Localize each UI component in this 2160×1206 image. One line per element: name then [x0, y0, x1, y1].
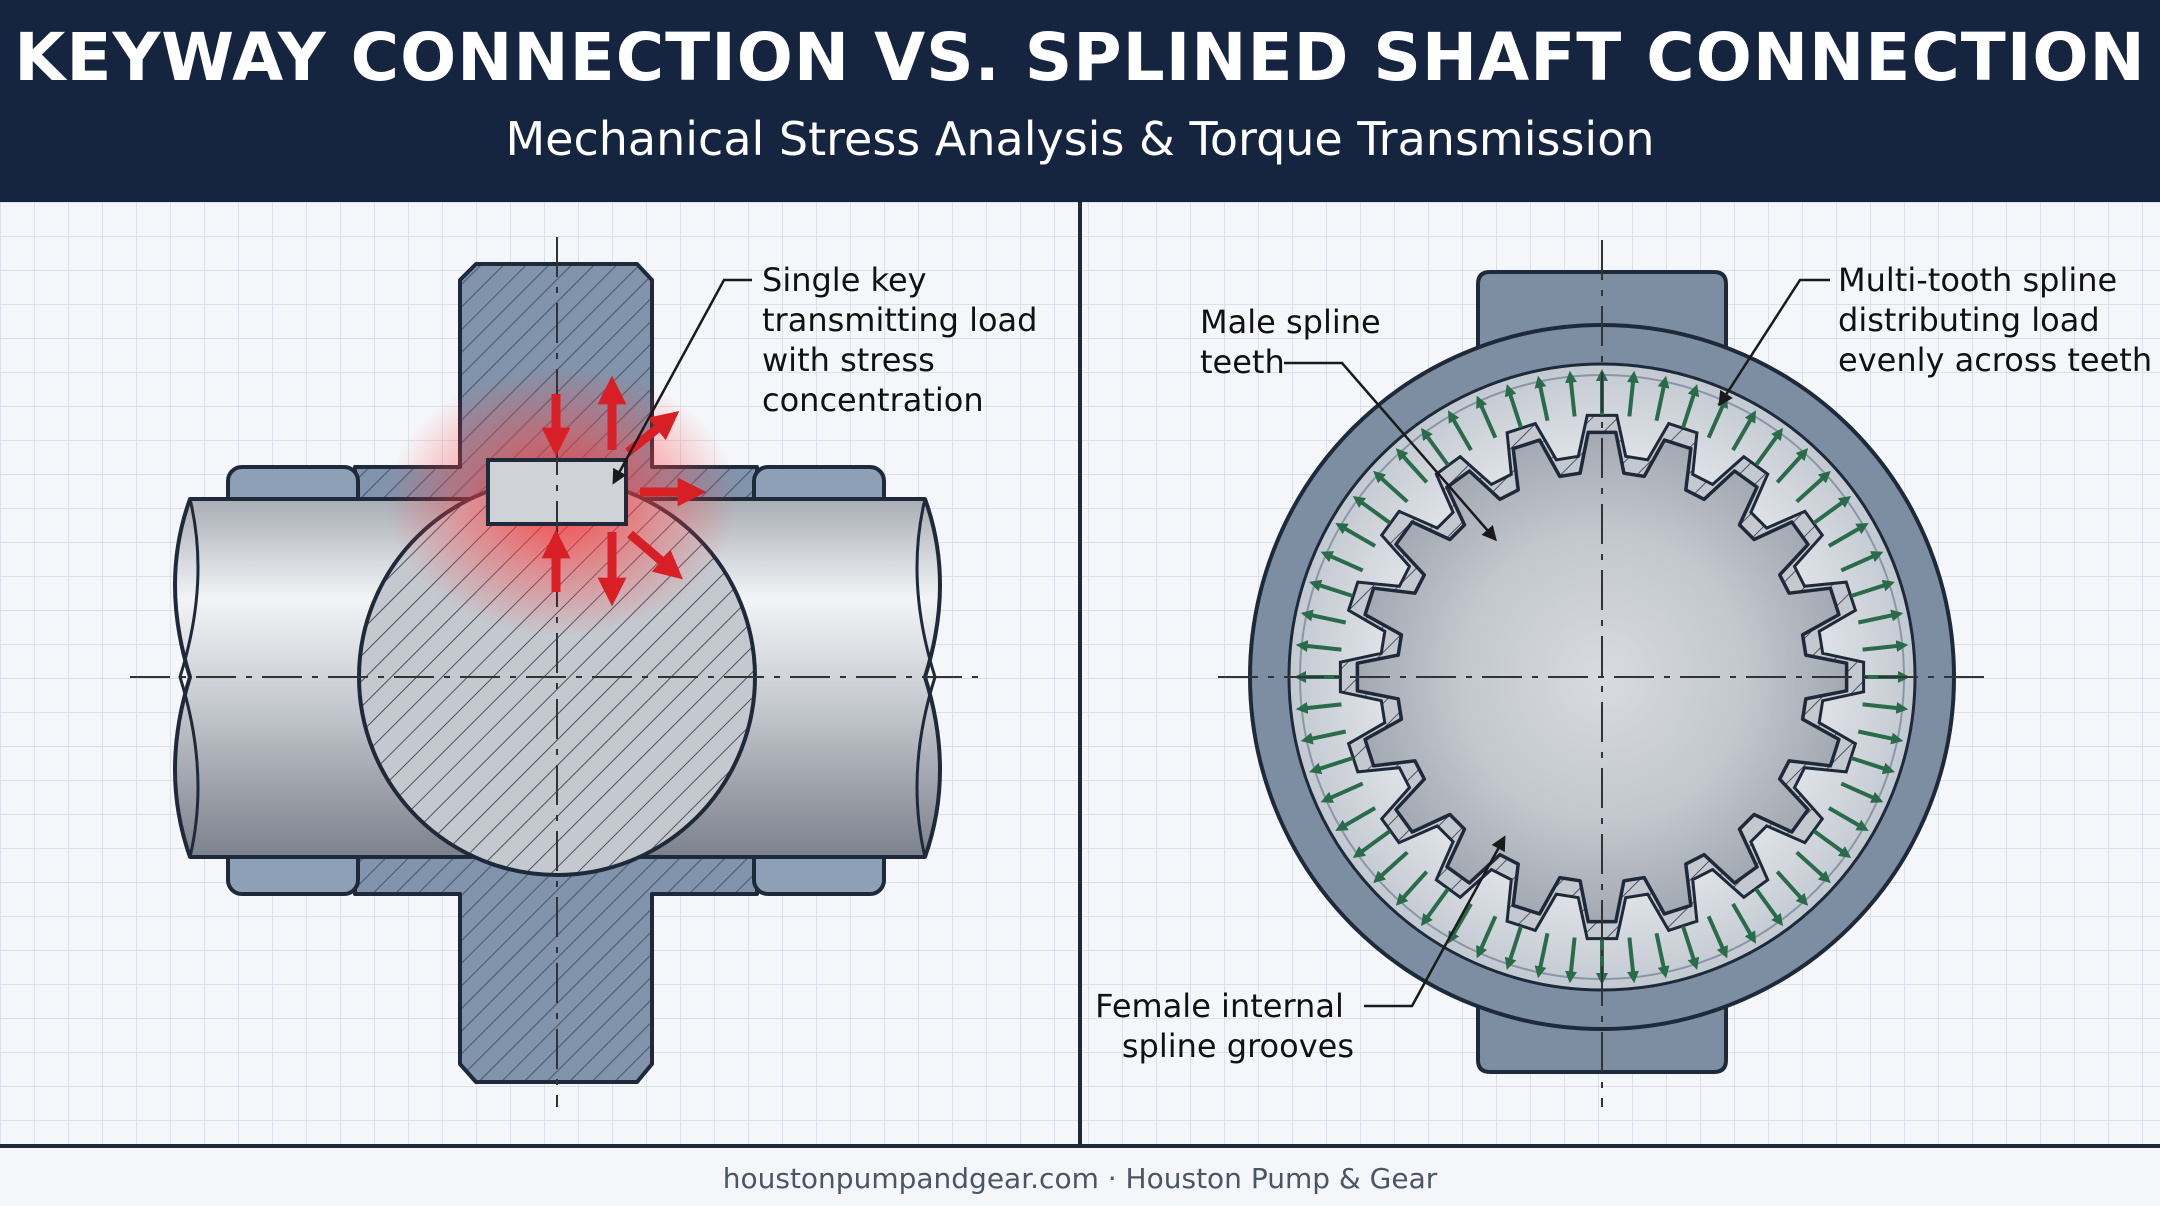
- keyway-diagram: Single key transmitting load with stress…: [130, 237, 1048, 1107]
- load-arrow: [1534, 932, 1550, 979]
- load-arrow: [1373, 470, 1409, 504]
- load-arrow: [1731, 410, 1757, 452]
- load-arrow: [1300, 609, 1347, 625]
- load-arrow: [1827, 522, 1869, 548]
- load-arrow: [1300, 729, 1347, 745]
- load-arrow: [1420, 427, 1450, 467]
- load-arrow: [1565, 937, 1577, 984]
- header-banner: KEYWAY CONNECTION VS. SPLINED SHAFT CONN…: [0, 0, 2160, 202]
- load-arrow: [1706, 915, 1728, 959]
- load-arrow: [1335, 522, 1377, 548]
- page-subtitle: Mechanical Stress Analysis & Torque Tran…: [505, 112, 1655, 166]
- load-arrow: [1352, 495, 1392, 525]
- load-arrow: [1681, 925, 1700, 970]
- load-arrow: [1850, 756, 1895, 775]
- stress-arrows: [541, 375, 707, 607]
- stress-arrow: [627, 530, 683, 580]
- callout-male: Male spline teeth: [1200, 303, 1391, 381]
- load-arrow: [1706, 395, 1728, 439]
- load-arrow: [1775, 870, 1809, 906]
- load-arrow: [1754, 427, 1784, 467]
- load-arrow: [1320, 781, 1364, 803]
- load-arrow: [1395, 870, 1429, 906]
- load-arrow: [1812, 495, 1852, 525]
- load-arrow: [1850, 579, 1895, 598]
- load-arrow: [1827, 806, 1869, 832]
- load-arrow: [1395, 448, 1429, 484]
- load-arrow: [1812, 829, 1852, 859]
- load-arrow: [1320, 551, 1364, 573]
- load-arrow: [1309, 756, 1354, 775]
- load-arrow: [1840, 781, 1884, 803]
- load-arrow: [1447, 410, 1473, 452]
- load-arrow: [1681, 384, 1700, 429]
- load-arrow: [1731, 902, 1757, 944]
- stress-arrow: [625, 411, 680, 456]
- load-arrow: [1857, 609, 1904, 625]
- load-arrow: [1504, 384, 1523, 429]
- load-arrow: [1352, 829, 1392, 859]
- load-arrow: [1840, 551, 1884, 573]
- load-arrow: [1754, 887, 1784, 927]
- spline-diagram: Male spline teeth Multi-tooth spline dis…: [1095, 240, 2152, 1107]
- load-arrow: [1504, 925, 1523, 970]
- page-title: KEYWAY CONNECTION VS. SPLINED SHAFT CONN…: [14, 19, 2146, 96]
- load-arrow: [1565, 370, 1577, 417]
- load-arrow: [1295, 702, 1342, 714]
- load-arrow: [1627, 370, 1639, 417]
- load-arrow: [1447, 902, 1473, 944]
- callout-leader-key: [612, 278, 752, 485]
- load-arrow: [1654, 932, 1670, 979]
- load-arrow: [1627, 937, 1639, 984]
- load-arrow: [1654, 375, 1670, 422]
- callout-leader-male: [1284, 361, 1497, 542]
- load-arrow: [1534, 375, 1550, 422]
- load-arrow: [1476, 915, 1498, 959]
- load-arrow: [1309, 579, 1354, 598]
- callout-key: Single key transmitting load with stress…: [762, 261, 1048, 419]
- load-arrow: [1862, 702, 1909, 714]
- callout-leader-female: [1364, 835, 1506, 1008]
- diagram-canvas: Single key transmitting load with stress…: [0, 202, 2160, 1148]
- load-arrow: [1775, 448, 1809, 484]
- load-arrow: [1857, 729, 1904, 745]
- load-arrow: [1420, 887, 1450, 927]
- callout-leader-multi: [1718, 278, 1830, 407]
- load-arrow: [1295, 640, 1342, 652]
- callout-female: Female internal spline grooves: [1095, 987, 1354, 1065]
- callout-multi: Multi-tooth spline distributing load eve…: [1838, 261, 2152, 379]
- load-arrow: [1373, 850, 1409, 884]
- load-arrow: [1335, 806, 1377, 832]
- load-arrow: [1476, 395, 1498, 439]
- load-arrow: [1862, 640, 1909, 652]
- load-arrow: [1795, 850, 1831, 884]
- footer-credit: houstonpumpandgear.com · Houston Pump & …: [722, 1162, 1438, 1195]
- load-arrow: [1795, 470, 1831, 504]
- load-arrows: [1294, 369, 1910, 985]
